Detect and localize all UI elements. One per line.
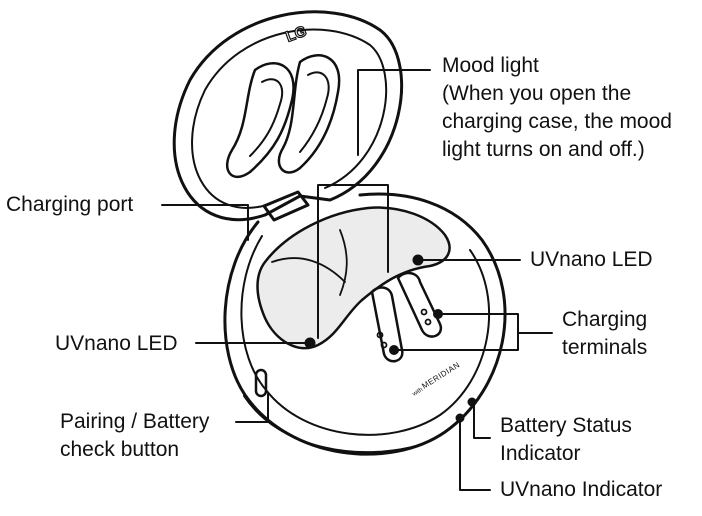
battery-status-line: Indicator [500, 442, 581, 465]
leader-charging-port [161, 204, 249, 241]
stem-slot-right [396, 271, 443, 338]
case-lid-inner-rim [191, 28, 388, 209]
leader-charging-terminals [397, 313, 553, 351]
case-lid-outline [172, 10, 404, 222]
case-hinge [262, 190, 310, 222]
charging-terminal-dot [380, 341, 388, 349]
leader-mood-light-bracket [317, 184, 389, 339]
lid-cavity-left [226, 62, 295, 179]
mood-light-note-line: light turns on and off.) [442, 138, 645, 161]
battery-status-line: Battery Status [500, 414, 632, 437]
uvnano-indicator-dot [455, 413, 465, 423]
leader-battery-status [473, 405, 491, 439]
pairing-button-label: Pairing / Battery check button [60, 408, 209, 464]
pairing-button-line: check button [60, 438, 180, 461]
charging-terminal-dot [424, 318, 432, 326]
earbud-tray [256, 206, 451, 350]
tray-groove [339, 229, 348, 296]
charging-terminal-marker [433, 309, 443, 319]
mood-light-title: Mood light [442, 54, 539, 77]
mood-light-note-line: (When you open the [442, 82, 632, 105]
uvnano-led-dot-right [412, 254, 424, 266]
lid-cavity-left-inner [249, 78, 284, 157]
battery-status-label: Battery Status Indicator [500, 412, 632, 468]
leader-uvnano-indicator [459, 421, 491, 491]
mood-light-label: Mood light (When you open the charging c… [442, 52, 672, 164]
lid-cavity-right [277, 54, 341, 174]
battery-status-indicator-dot [467, 397, 477, 407]
pairing-button-shape [254, 368, 268, 398]
lid-cavity-right-inner [299, 71, 330, 153]
uvnano-led-dot-left [304, 337, 316, 349]
charging-terminal-dot [420, 308, 428, 316]
mood-light-note-line: charging case, the mood [442, 110, 672, 133]
pairing-button-line: Pairing / Battery [60, 410, 210, 433]
uvnano-led-label-left: UVnano LED [55, 332, 178, 355]
leader-pairing-button [235, 393, 269, 423]
uvnano-led-label-right: UVnano LED [530, 248, 653, 271]
tray-fold-line [271, 257, 346, 283]
charging-terminals-line: Charging [562, 308, 648, 331]
leader-lines [161, 69, 553, 491]
brand-prefix-mark: with [411, 387, 424, 398]
case-base-bottom-edge [243, 395, 421, 454]
leader-mood-light [357, 69, 431, 156]
charging-terminal-marker [389, 345, 399, 355]
lid-logo: LG [284, 23, 309, 46]
charging-terminal-dot [376, 331, 384, 339]
uvnano-indicator-label: UVnano Indicator [500, 478, 663, 501]
brand-mark: MERIDIAN [420, 360, 461, 390]
charging-terminals-label: Charging terminals [562, 306, 647, 362]
charging-port-label: Charging port [6, 193, 134, 216]
charging-terminals-line: terminals [562, 336, 648, 359]
case-base-inner-wall [240, 235, 490, 436]
